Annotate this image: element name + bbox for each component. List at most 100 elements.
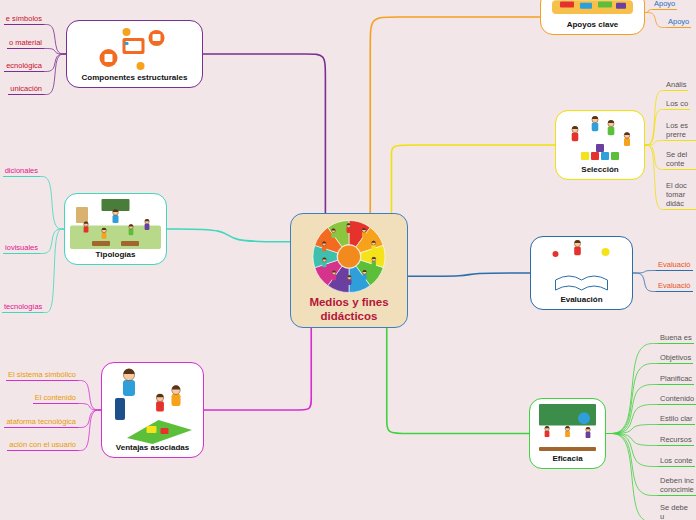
figure-head [156,394,163,401]
illustration-shape [126,41,142,51]
leaf-topic: Los co [664,99,690,110]
illustration-shape [560,2,574,8]
figure-head [172,386,180,394]
figure-head [586,427,590,431]
icon-circle [149,30,165,46]
figure-hair [545,426,549,428]
figure-head [624,133,630,139]
figure-hair [347,275,351,277]
branch-topic: Eficacia [529,398,606,469]
leaf-label: Deben inc conocimie [660,476,694,494]
figure-head [113,210,119,216]
branch-connector [44,49,66,55]
topic-label: Componentes estructurales [82,73,188,83]
leaf-label: e símbolos [6,14,42,23]
leaf-topic: ación con el usuario [7,440,78,451]
leaf-label: Los es prerre [666,121,694,139]
figure-head [362,228,366,232]
node-fill [67,21,202,87]
globe [578,412,590,424]
figure-hair [592,116,598,119]
branch-connector [44,25,66,55]
node-fill [291,214,407,327]
topic-label: Apoyos clave [567,20,619,30]
figure-body [332,275,336,281]
leaf-topic: Recursos [658,435,694,446]
illustration-shape [115,398,125,420]
figure-body [574,246,581,255]
icon-circle [137,62,145,70]
figure-head [347,224,351,228]
branch-connector [606,434,658,467]
leaf-topic: Se del conte [664,150,696,170]
leaf-label: Apoyo [654,0,675,8]
leaf-topic: Buena es [658,333,694,344]
figure-body [586,432,591,438]
figure-head [84,222,88,226]
leaf-topic: ecnológica [4,61,44,72]
topic-label: Ventajas asociadas [116,443,189,453]
topic-illustration [70,199,161,249]
branch-connector [606,434,658,446]
figure-body [624,138,630,146]
leaf-label: Buena es [660,333,692,342]
branch-connector [78,381,101,411]
leaf-topic: El doc tomar didác [664,181,696,210]
leaf-label: unicación [10,84,42,93]
leaf-label: El contenido [35,393,76,402]
figure-head [608,121,614,127]
figure-hair [84,222,88,224]
wheel-hub [338,246,360,268]
figure-head [123,369,134,380]
illustration-shape [105,54,113,62]
leaf-topic: Anális [664,80,688,91]
illustration-shape [616,3,626,9]
figure-hair [145,219,149,221]
branch-connector [44,54,66,72]
figure-body [372,261,376,267]
leaf-topic: tecnologías [2,302,44,313]
topic-illustration [115,368,192,444]
leaf-topic: Contenido [658,394,696,405]
leaf-topic: e símbolos [4,14,44,25]
figure-body [545,431,550,437]
illustration-shape [611,152,619,160]
figure-hair [362,228,366,230]
icon-circle [553,251,559,257]
branch-connector [645,13,666,28]
leaf-topic: Evaluació [656,281,693,292]
leaf-label: Apoyo [668,17,689,26]
leaf-label: Se debe u [660,503,694,520]
figure-body [362,232,366,238]
leaf-topic: Los es prerre [664,121,696,141]
figure-head [363,270,367,274]
leaf-label: Estilo clar [660,414,693,423]
figure-head [592,117,598,123]
figure-head [145,219,149,223]
leaf-label: ación con el usuario [9,440,76,449]
branch-topic: Tipologías [64,193,167,265]
leaf-topic: Objetivos [658,353,693,364]
figure-hair [322,258,326,260]
node-fill [102,363,203,457]
topic-illustration [539,404,596,451]
leaf-label: tecnologías [4,302,42,311]
topic-label: Selección [581,165,618,175]
branch-connector [606,434,658,520]
branch-connector [78,410,101,428]
leaf-label: Recursos [660,435,692,444]
figure-head [102,228,106,232]
leaf-label: Evaluació [658,260,691,269]
leaf-topic: Evaluació [656,260,693,271]
figure-hair [123,368,134,374]
topic-illustration [552,0,633,14]
illustration-shape [147,426,157,433]
leaf-label: Objetivos [660,353,691,362]
branch-connector [391,145,555,213]
leaf-label: Los conte [660,456,693,465]
wheel-segment [328,221,349,247]
leaf-label: o material [9,38,42,47]
figure-head [574,241,580,247]
branch-connector [633,273,656,292]
